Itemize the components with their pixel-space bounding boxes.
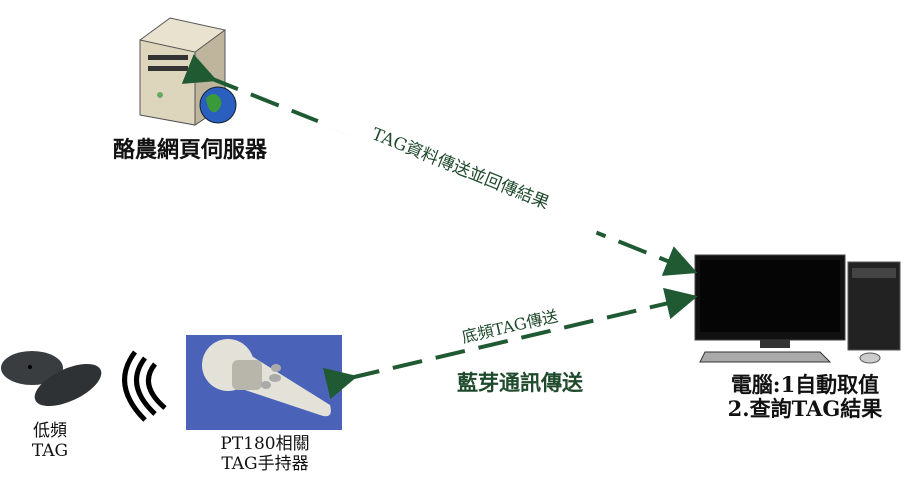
handheld-reader-image (186, 335, 342, 430)
rfid-tags-image (1, 351, 102, 407)
pc-label-line2: 2.查詢TAG結果 (727, 396, 883, 422)
handheld-label: PT180相關 TAG手持器 (170, 434, 360, 474)
computer-icon (694, 254, 901, 364)
handheld-label-line1: PT180相關 (220, 434, 310, 454)
wireless-signal-icon (122, 350, 167, 422)
handheld-label-line2: TAG手持器 (221, 453, 309, 474)
pc-label-line1: 電腦:1自動取值 (730, 372, 880, 397)
pc-label: 電腦:1自動取值 2.查詢TAG結果 (690, 372, 920, 422)
tag-label-line2: TAG (31, 440, 69, 461)
tag-label-line1: 低頻 (33, 421, 67, 441)
server-icon (139, 17, 237, 126)
tag-label: 低頻 TAG (10, 421, 90, 461)
bluetooth-label: 藍芽通訊傳送 (457, 370, 583, 395)
handheld-pc-arrow (322, 287, 698, 400)
server-label: 酪農網頁伺服器 (112, 137, 267, 163)
